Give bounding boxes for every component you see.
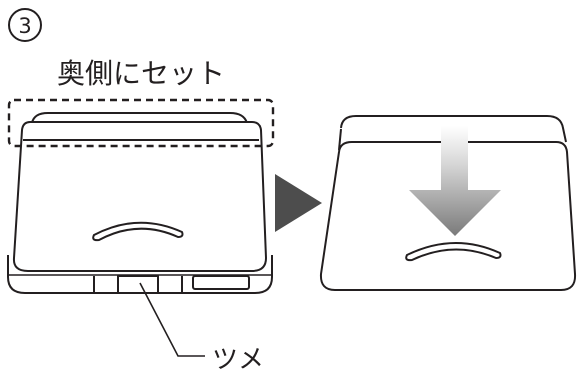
bottom-label: ツメ — [212, 345, 264, 372]
step-number-circle — [8, 8, 42, 42]
right-tray-back-strip — [340, 115, 567, 143]
left-tray-slot-guides — [93, 276, 183, 293]
top-label: 奥側にセット — [57, 57, 225, 90]
claw-leader-line — [139, 282, 205, 357]
step-number: 3 — [18, 14, 31, 38]
highlight-dashed-box — [7, 98, 275, 148]
right-triangle-arrow-icon — [275, 174, 322, 232]
left-tray-claw — [117, 275, 159, 294]
down-gradient-arrow-icon — [409, 126, 501, 236]
step-number-badge: 3 — [8, 8, 42, 42]
left-tray — [7, 112, 273, 294]
left-tray-handle — [92, 221, 184, 242]
left-tray-lid — [12, 121, 267, 272]
right-tray-left-edge — [338, 128, 342, 151]
left-tray-back-strip — [31, 112, 248, 124]
right-tray-handle — [405, 242, 502, 262]
left-tray-front-slot — [192, 275, 250, 290]
